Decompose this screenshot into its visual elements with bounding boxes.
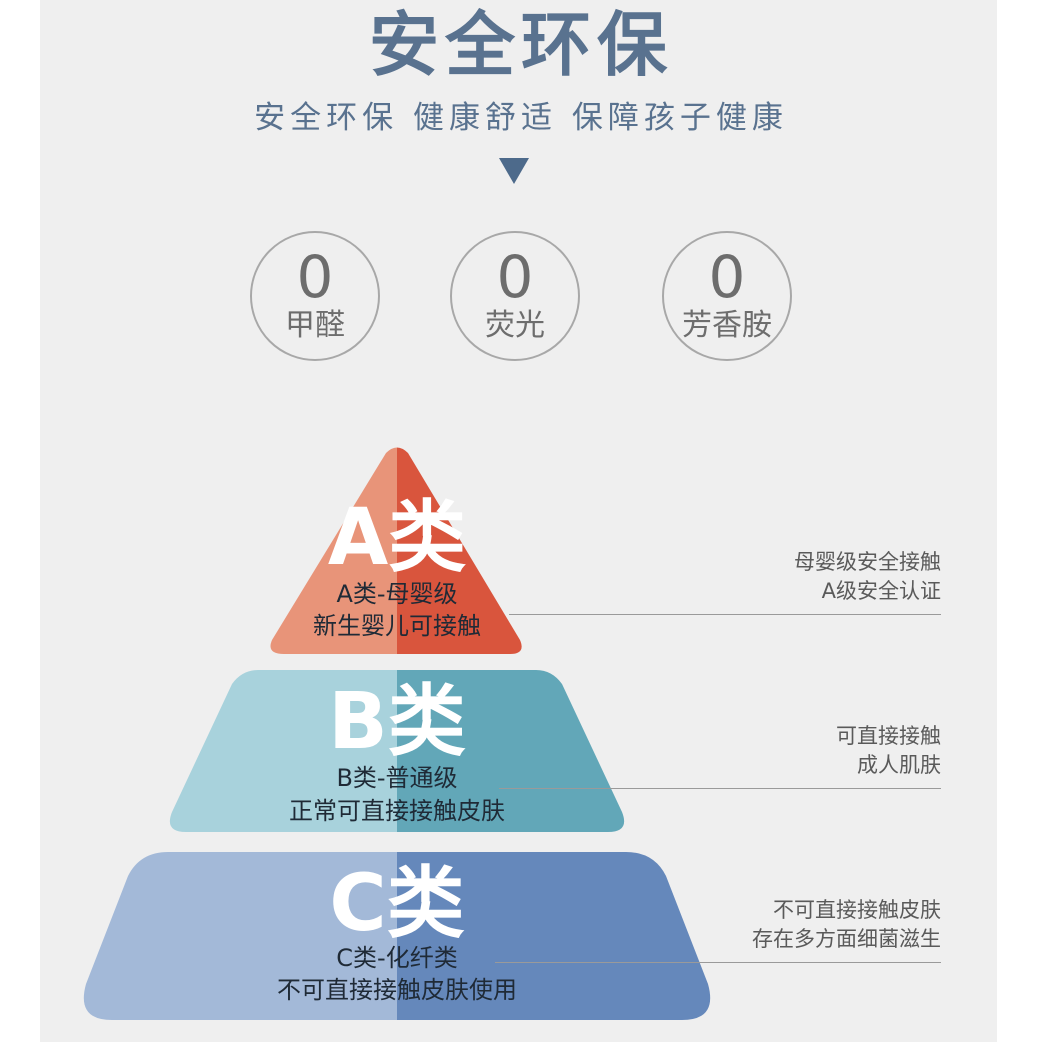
tier-a-title: A类 <box>327 493 467 583</box>
badge-value: 0 <box>708 243 746 311</box>
tier-c-line1: C类-化纤类 <box>336 944 458 972</box>
badge-label: 荧光 <box>485 308 545 343</box>
tier-a-line2: 新生婴儿可接触 <box>313 612 481 640</box>
tier-b-line2: 正常可直接接触皮肤 <box>289 797 505 825</box>
badge-value: 0 <box>296 243 334 311</box>
tier-a-line1: A类-母婴级 <box>336 580 458 608</box>
tier-b-note1: 可直接接触 <box>836 724 941 748</box>
badge-label: 甲醛 <box>285 308 345 343</box>
tier-c-right <box>397 852 711 1020</box>
badge-formaldehyde: 0 甲醛 <box>250 231 380 361</box>
tier-c-note2: 存在多方面细菌滋生 <box>752 927 941 951</box>
badge-value: 0 <box>496 243 534 311</box>
tier-b-note2: 成人肌肤 <box>857 753 941 777</box>
badge-fluorescent: 0 荧光 <box>450 231 580 361</box>
tier-c-note1: 不可直接接触皮肤 <box>773 898 941 922</box>
tier-b-title: B类 <box>328 677 466 767</box>
page-title: 安全环保 <box>369 4 673 86</box>
tier-c-divider <box>495 962 941 963</box>
tier-a-note1: 母婴级安全接触 <box>794 550 941 574</box>
tier-b-line1: B类-普通级 <box>336 764 458 792</box>
tier-b-divider <box>499 788 941 789</box>
tier-c-shape <box>83 852 711 1020</box>
badge-label: 芳香胺 <box>682 308 772 343</box>
page-subtitle: 安全环保 健康舒适 保障孩子健康 <box>254 100 788 136</box>
triangle-down-icon <box>499 158 529 184</box>
tier-c-title: C类 <box>329 859 465 949</box>
tier-c-left <box>83 852 397 1020</box>
tier-a-divider <box>509 614 941 615</box>
badge-aromatic-amine: 0 芳香胺 <box>662 231 792 361</box>
tier-c-line2: 不可直接接触皮肤使用 <box>277 976 517 1004</box>
tier-a-note2: A级安全认证 <box>821 579 941 603</box>
